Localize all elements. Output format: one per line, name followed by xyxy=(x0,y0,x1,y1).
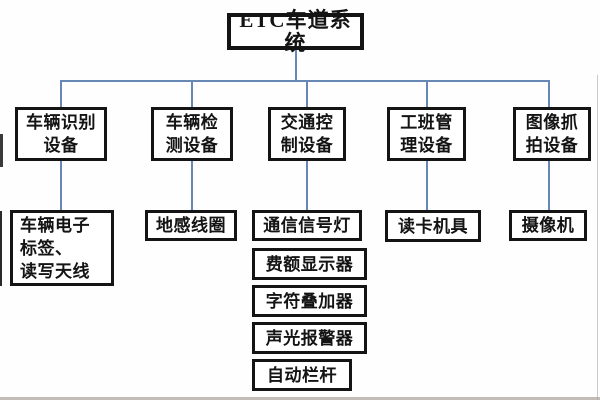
node-shift-management-equipment: 工班管 理设备 xyxy=(387,107,466,161)
node-traffic-control-equipment: 交通控 制设备 xyxy=(268,107,346,161)
node-sound-light-alarm: 声光报警器 xyxy=(252,322,367,354)
node-character-overlay: 字符叠加器 xyxy=(252,285,367,317)
connector-bus-branch-4 xyxy=(426,80,428,108)
connector-branch-1-child xyxy=(60,160,62,211)
bottom-edge-artifact xyxy=(0,397,600,400)
node-vehicle-detection-equipment: 车辆检 测设备 xyxy=(151,107,233,161)
connector-bus xyxy=(60,80,550,82)
node-automatic-barrier: 自动栏杆 xyxy=(252,359,352,391)
left-edge-artifact-top xyxy=(0,134,3,167)
connector-branch-4-child xyxy=(426,160,428,211)
connector-branch-3-child xyxy=(306,160,308,211)
node-vehicle-electronic-tag-antenna: 车辆电子 标签、 读写天线 xyxy=(10,210,114,286)
connector-bus-branch-2 xyxy=(191,80,193,108)
node-card-reader: 读卡机具 xyxy=(385,210,481,242)
node-image-capture-equipment: 图像抓 拍设备 xyxy=(513,107,591,161)
node-loop-detector: 地感线圈 xyxy=(145,210,237,241)
node-fee-display: 费额显示器 xyxy=(252,248,367,280)
connector-bus-branch-1 xyxy=(60,80,62,108)
node-camera: 摄像机 xyxy=(509,210,587,241)
left-edge-artifact-bottom xyxy=(0,211,2,286)
connector-branch-2-child xyxy=(191,160,193,211)
node-vehicle-identification-equipment: 车辆识别 设备 xyxy=(15,107,107,161)
node-signal-light: 通信信号灯 xyxy=(252,210,362,241)
connector-bus-branch-3 xyxy=(306,80,308,108)
connector-bus-branch-5 xyxy=(548,80,550,108)
connector-branch-5-child xyxy=(548,160,550,211)
node-etc-lane-system: ETC车道系统 xyxy=(227,8,364,54)
right-edge-artifact xyxy=(597,75,598,400)
connector-root-stub xyxy=(295,49,297,81)
